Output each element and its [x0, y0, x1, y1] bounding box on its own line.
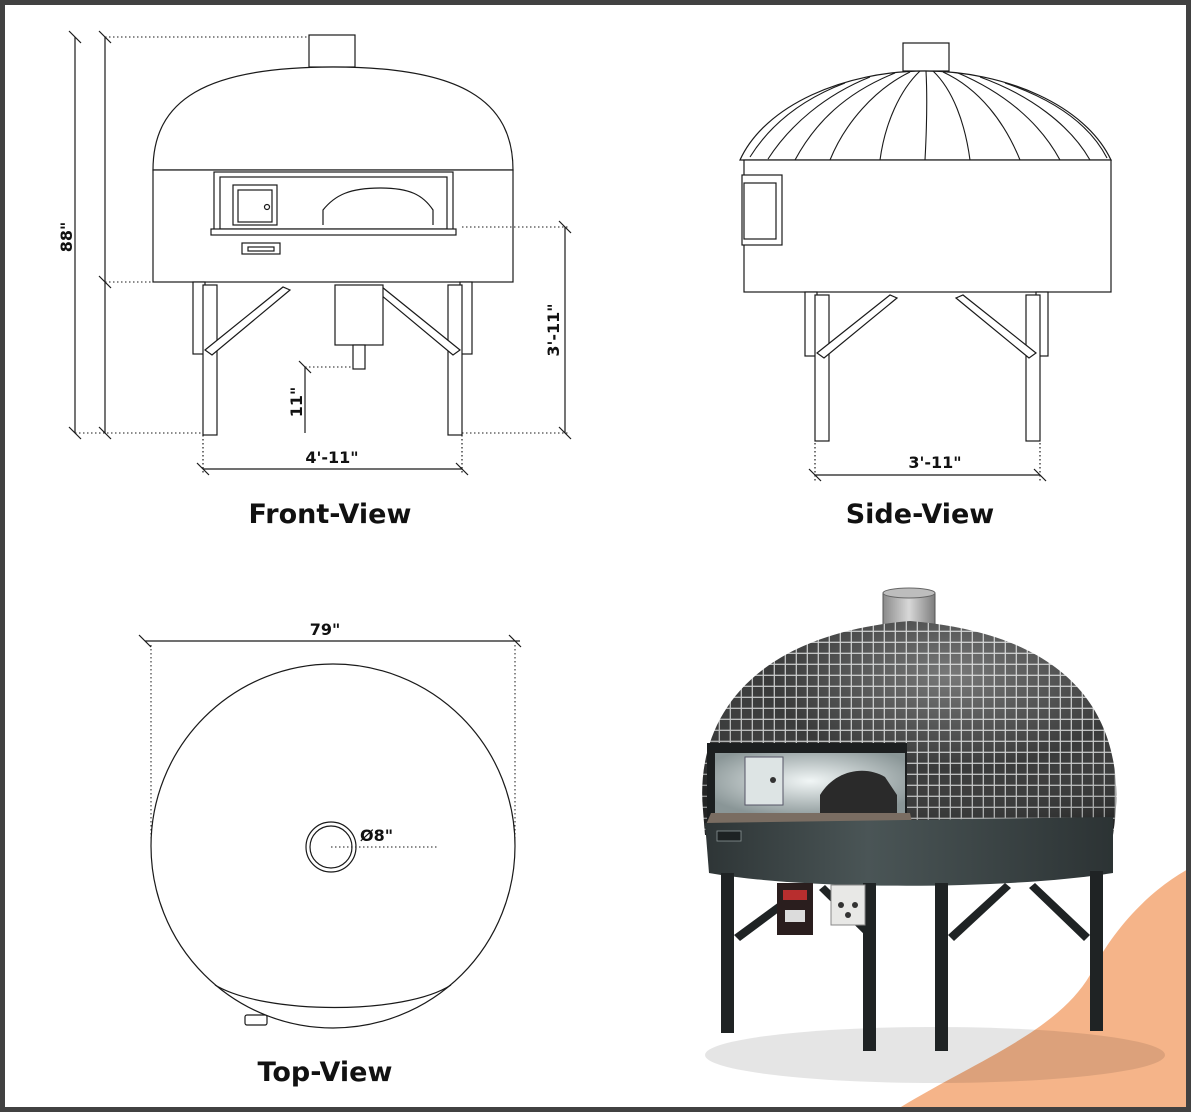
- top-view-drawing: 79" Ø8": [138, 620, 522, 1029]
- top-dim-diameter-label: 79": [310, 620, 341, 639]
- render-handle: [716, 830, 742, 842]
- render-gas-valve: [830, 884, 866, 926]
- front-dim-stand-label: 3'-11": [544, 303, 563, 356]
- side-dome: [739, 70, 1112, 161]
- front-leg-right: [447, 284, 463, 436]
- front-dome: [152, 66, 514, 171]
- render-oven-arch: [820, 770, 897, 815]
- render-base-band: [705, 817, 1113, 886]
- front-dim-gap-label: 11": [287, 387, 306, 418]
- front-dim-height-label: 88": [57, 222, 76, 253]
- side-dim-width-label: 3'-11": [908, 453, 961, 472]
- side-flue: [902, 42, 950, 72]
- side-base: [743, 159, 1112, 293]
- decorative-swoosh: [900, 870, 1186, 1107]
- front-view-drawing: 88" 11" 3'-11" 4'-11": [57, 30, 572, 476]
- front-view-title: Front-View: [248, 499, 412, 530]
- front-dim-width-label: 4'-11": [305, 448, 358, 467]
- side-brace-right: [954, 294, 1037, 359]
- top-handle: [244, 1014, 268, 1026]
- top-view-title: Top-View: [257, 1057, 393, 1088]
- side-leg-right: [1025, 294, 1041, 442]
- front-brace-left: [204, 286, 292, 356]
- front-door-sill: [210, 228, 457, 236]
- side-brace-left: [816, 294, 899, 359]
- front-leg-left: [202, 284, 218, 436]
- top-dim-flue-label: Ø8": [360, 826, 393, 845]
- front-oven-arch: [322, 187, 434, 225]
- side-dome-ribs: [749, 70, 1108, 161]
- oven-3d-render: [702, 587, 1165, 1083]
- side-view-title: Side-View: [845, 499, 995, 530]
- side-leg-left: [814, 294, 830, 442]
- side-view-drawing: 3'-11": [739, 42, 1112, 482]
- front-gas-pipe: [352, 344, 366, 370]
